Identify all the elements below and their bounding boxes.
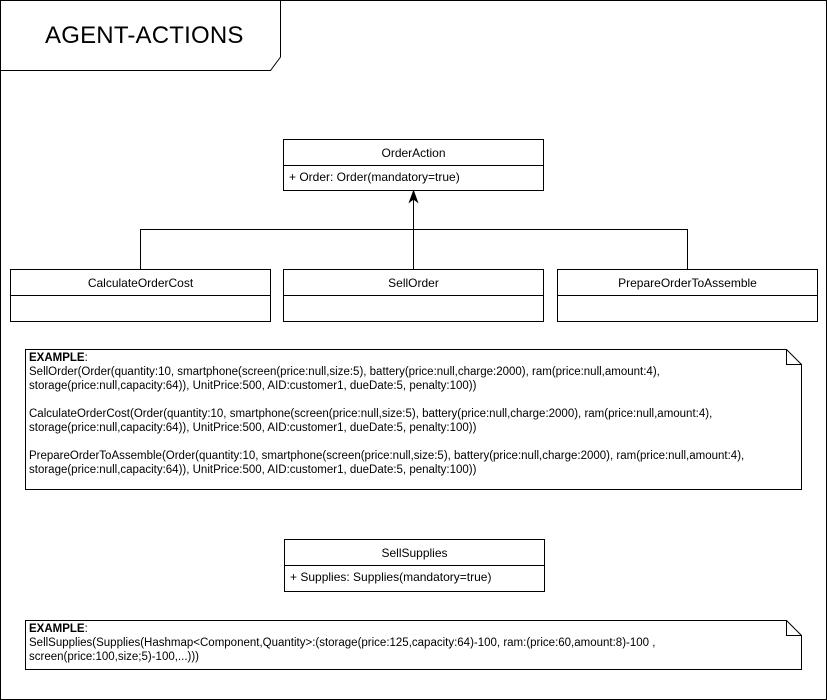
class-order-action-attribute: + Order: Order(mandatory=true) bbox=[289, 170, 460, 184]
note-supplies-body: SellSupplies(Supplies(Hashmap<Component,… bbox=[29, 637, 656, 663]
title-tab bbox=[0, 0, 281, 71]
example-note-supplies[interactable]: EXAMPLE: SellSupplies(Supplies(Hashmap<C… bbox=[25, 620, 803, 670]
class-order-action-name: OrderAction bbox=[284, 140, 543, 166]
note-shape bbox=[25, 349, 802, 490]
connector-calculate-order-cost bbox=[140, 229, 414, 269]
class-sell-supplies-name: SellSupplies bbox=[285, 540, 544, 566]
note-orders-colon: : bbox=[84, 352, 88, 364]
class-calculate-order-cost-name: CalculateOrderCost bbox=[11, 270, 270, 296]
note-orders-heading: EXAMPLE bbox=[29, 352, 85, 364]
class-sell-order-name: SellOrder bbox=[284, 270, 543, 296]
class-calculate-order-cost[interactable]: CalculateOrderCost bbox=[10, 269, 271, 322]
class-sell-supplies-attribute: + Supplies: Supplies(mandatory=true) bbox=[290, 570, 492, 584]
diagram-title: AGENT-ACTIONS bbox=[45, 22, 244, 49]
note-supplies-text: EXAMPLE: SellSupplies(Supplies(Hashmap<C… bbox=[29, 622, 787, 664]
example-note-orders[interactable]: EXAMPLE: SellOrder(Order(quantity:10, sm… bbox=[25, 349, 803, 490]
note-orders-text: EXAMPLE: SellOrder(Order(quantity:10, sm… bbox=[29, 351, 787, 477]
class-sell-order[interactable]: SellOrder bbox=[283, 269, 544, 322]
note-supplies-colon: : bbox=[84, 623, 88, 635]
class-prepare-order-to-assemble-name: PrepareOrderToAssemble bbox=[558, 270, 817, 296]
class-prepare-order-to-assemble[interactable]: PrepareOrderToAssemble bbox=[557, 269, 818, 322]
inheritance-arrowhead bbox=[408, 189, 419, 204]
class-sell-supplies[interactable]: SellSupplies + Supplies: Supplies(mandat… bbox=[284, 539, 545, 592]
note-supplies-heading: EXAMPLE bbox=[29, 623, 85, 635]
class-order-action[interactable]: OrderAction + Order: Order(mandatory=tru… bbox=[283, 139, 544, 191]
note-orders-body: SellOrder(Order(quantity:10, smartphone(… bbox=[29, 366, 745, 476]
connector-prepare-order-to-assemble bbox=[413, 229, 688, 269]
note-shape bbox=[25, 620, 802, 670]
